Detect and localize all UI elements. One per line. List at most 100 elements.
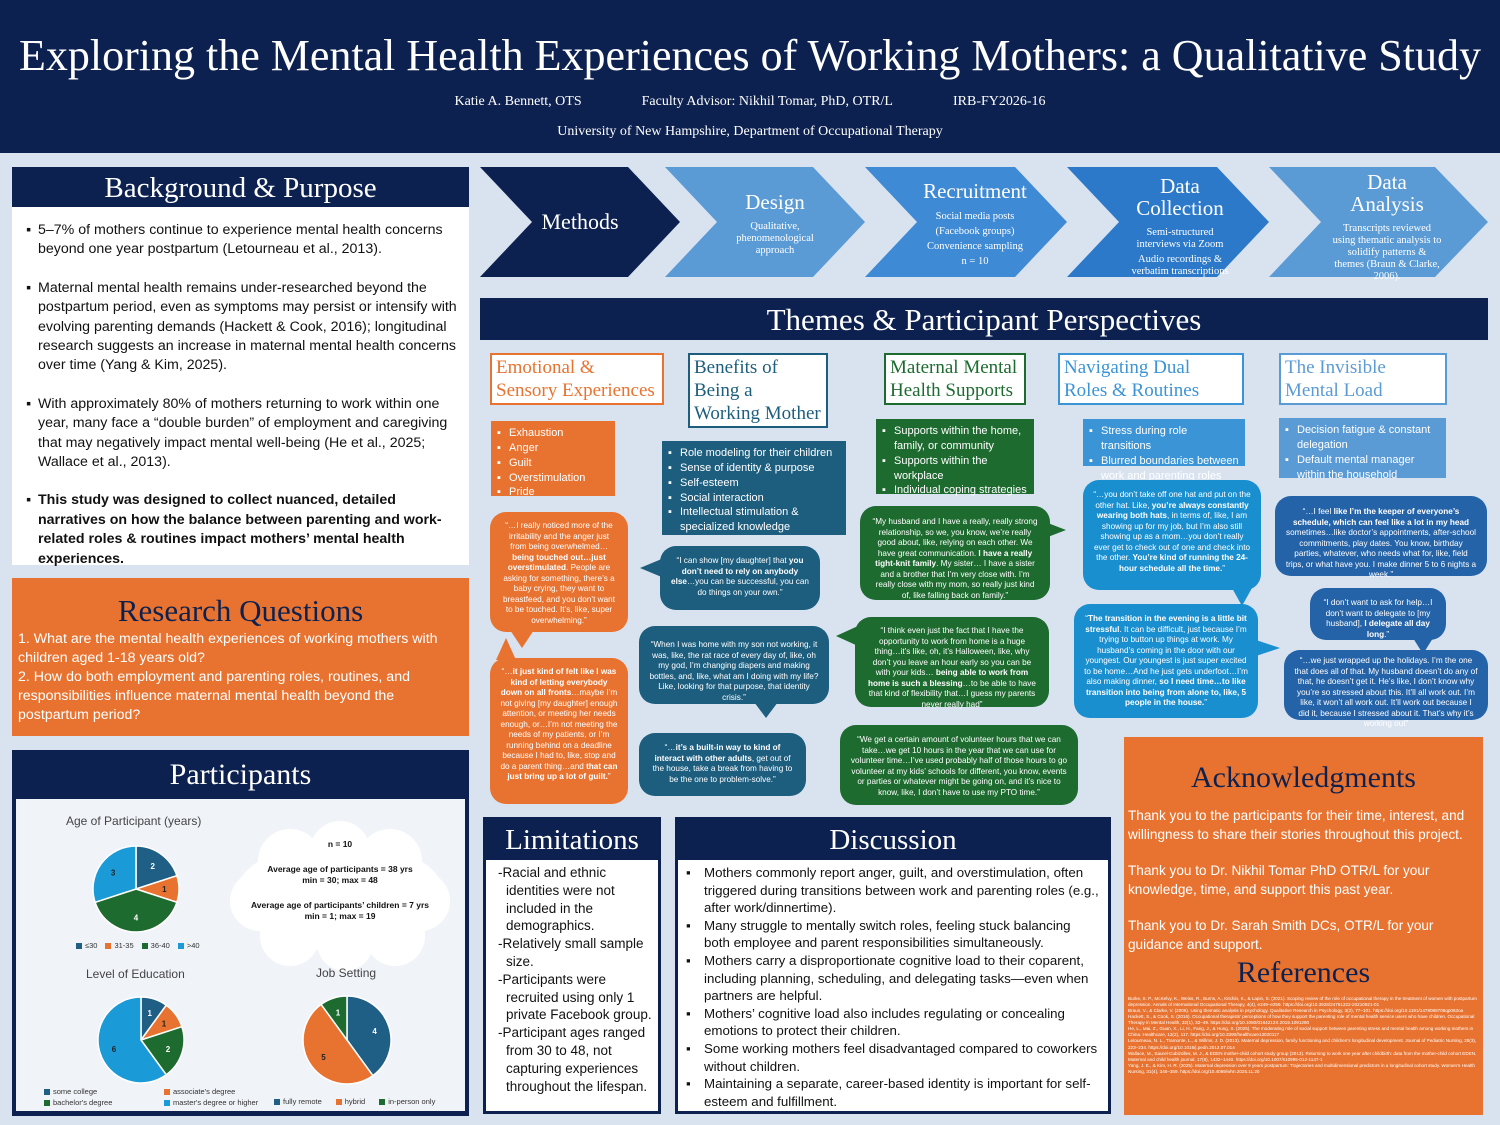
legend-item: in-person only xyxy=(379,1097,435,1106)
method-step-data-analysis: Data Analysis Transcripts reviewed using… xyxy=(1332,170,1442,283)
pie-data-label: 3 xyxy=(111,868,116,877)
irb-number: IRB-FY2026-16 xyxy=(952,94,1046,109)
references-heading: References xyxy=(1236,956,1371,989)
author: Katie A. Bennett, OTS xyxy=(454,94,582,109)
chart-title-education: Level of Education xyxy=(86,967,185,981)
quote-tail xyxy=(496,638,516,660)
pie-data-label: 4 xyxy=(372,1027,377,1036)
background-bullet: Maternal mental health remains under-res… xyxy=(26,279,459,376)
chart-title-age: Age of Participant (years) xyxy=(66,814,202,828)
quote-tail xyxy=(510,630,534,648)
background-panel: 5–7% of mothers continue to experience m… xyxy=(12,207,469,567)
quote-tail xyxy=(1232,588,1252,606)
pie-data-label: 1 xyxy=(162,1019,167,1028)
theme-benefits-title: Benefits of Being a Working Mother xyxy=(688,353,828,428)
quote-tail xyxy=(754,702,778,718)
discussion-item: Mothers carry a disproportionate cogniti… xyxy=(686,952,1100,1005)
method-step-recruitment: Recruitment Social media posts (Facebook… xyxy=(923,179,1027,268)
limitations-heading: Limitations xyxy=(486,820,658,860)
education-legend: some college associate's degree bachelor… xyxy=(44,1087,284,1107)
limitation-item: -Participant ages ranged from 30 to 48, … xyxy=(498,1025,648,1094)
pie-slice-hybrid xyxy=(302,1003,374,1085)
discussion-list: Mothers commonly report anger, guilt, an… xyxy=(678,860,1108,1110)
discussion-item: Maintaining a separate, career-based ide… xyxy=(686,1075,1100,1110)
discussion-item: Mothers’ cognitive load also includes re… xyxy=(686,1005,1100,1040)
methods-heading: Methods xyxy=(541,209,619,234)
legend-item: master's degree or higher xyxy=(164,1098,284,1107)
background-bullets: 5–7% of mothers continue to experience m… xyxy=(26,221,459,569)
author-line: Katie A. Bennett, OTS Faculty Advisor: N… xyxy=(0,94,1500,110)
method-step-design: Design Qualitative, phenomenological app… xyxy=(736,190,814,257)
quote-tail xyxy=(1256,640,1280,656)
discussion-heading: Discussion xyxy=(678,820,1108,860)
legend-item: >40 xyxy=(177,941,200,950)
legend-item: some college xyxy=(44,1087,164,1096)
faculty-advisor: Faculty Advisor: Nikhil Tomar, PhD, OTR/… xyxy=(641,94,893,109)
theme-invisible-list: Decision fatigue & constant delegationDe… xyxy=(1279,418,1446,481)
participant-count: n = 10 xyxy=(327,839,353,849)
limitations-list: -Racial and ethnic identities were not i… xyxy=(486,860,658,1095)
chart-title-job-setting: Job Setting xyxy=(316,966,377,980)
theme-supports-title: Maternal Mental Health Supports xyxy=(884,353,1026,405)
pie-slice-bachelor-s-degree xyxy=(139,1025,185,1076)
theme-emotional-title: Emotional & Sensory Experiences xyxy=(490,353,664,405)
quote-supports-2: “I think even just the fact that I have … xyxy=(855,617,1049,709)
quote-emotional-1: “…I really noticed more of the irritabil… xyxy=(490,512,628,632)
pie-slice-fully-remote xyxy=(346,995,392,1077)
research-question-1: 1. What are the mental health experience… xyxy=(18,631,438,666)
references-list: Burke, S. P., McKelvy, K., Weiss, R., Bu… xyxy=(1128,996,1479,1075)
quote-invisible-2: “I don’t want to ask for help…I don’t wa… xyxy=(1310,588,1446,640)
quote-benefits-2: “When I was home with my son not working… xyxy=(639,626,829,704)
discussion-item: Mothers commonly report anger, guilt, an… xyxy=(686,864,1100,917)
purpose-statement: This study was designed to collect nuanc… xyxy=(26,491,459,569)
acknowledgment-2: Thank you to Dr. Nikhil Tomar PhD OTR/L … xyxy=(1128,863,1430,897)
pie-data-label: 5 xyxy=(321,1053,326,1062)
research-questions-heading: Research Questions xyxy=(117,593,364,628)
theme-dual-title: Navigating Dual Roles & Routines xyxy=(1058,353,1244,405)
background-bullet: With approximately 80% of mothers return… xyxy=(26,395,459,473)
pie-slice-in-person-only xyxy=(320,995,348,1043)
participant-summary: n = 10 Average age of participants = 38 … xyxy=(230,839,450,922)
legend-item: hybrid xyxy=(335,1097,365,1106)
quote-invisible-1: “…I feel like I’m the keeper of everyone… xyxy=(1275,496,1487,579)
pie-slice-36-40 xyxy=(94,888,178,933)
job-setting-pie-chart: 451 xyxy=(302,995,392,1085)
research-questions-panel: Research Questions 1. What are the menta… xyxy=(12,578,469,736)
theme-benefits-list: Role modeling for their childrenSense of… xyxy=(662,441,846,535)
summary-cloud-shape xyxy=(230,821,450,971)
discussion-panel: Discussion Mothers commonly report anger… xyxy=(675,817,1111,1114)
reference-item: Hackett, S., & Cook, S. (2016). Occupati… xyxy=(1128,1014,1475,1026)
acknowledgments-panel: Acknowledgments Thank you to the partici… xyxy=(1124,737,1483,1115)
theme-emotional-list: ExhaustionAngerGuiltOverstimulationPride xyxy=(491,421,615,500)
legend-item: 36-40 xyxy=(141,941,170,950)
legend-item: associate's degree xyxy=(164,1087,284,1096)
legend-item: 31-35 xyxy=(105,941,134,950)
reference-item: Letourneau, N. L., Tramonte, L., & Willm… xyxy=(1128,1038,1477,1050)
background-heading: Background & Purpose xyxy=(12,167,469,207)
quote-tail xyxy=(836,626,858,646)
average-age: Average age of participants = 38 yrs xyxy=(267,864,413,874)
discussion-item: Some working mothers feel disadvantaged … xyxy=(686,1040,1100,1075)
reference-item: Burke, S. P., McKelvy, K., Weiss, R., Bu… xyxy=(1128,996,1477,1008)
quote-tail xyxy=(1040,520,1066,540)
limitations-panel: Limitations -Racial and ethnic identitie… xyxy=(483,817,661,1114)
poster-header: Exploring the Mental Health Experiences … xyxy=(0,0,1500,153)
themes-heading: Themes & Participant Perspectives xyxy=(480,298,1488,340)
pie-data-label: 1 xyxy=(148,1009,153,1018)
theme-dual-list: Stress during role transitionsBlurred bo… xyxy=(1083,419,1245,482)
pie-data-label: 4 xyxy=(134,913,139,922)
age-legend: ≤30 31-35 36-40 >40 xyxy=(76,941,200,950)
quote-invisible-3: “…we just wrapped up the holidays. I’m t… xyxy=(1284,650,1488,728)
poster-title: Exploring the Mental Health Experiences … xyxy=(19,31,1481,80)
method-step-data-collection: Data Collection Semi-structured intervie… xyxy=(1131,174,1229,278)
research-question-2: 2. How do both employment and parenting … xyxy=(18,669,410,723)
limitation-item: -Relatively small sample size. xyxy=(498,936,644,969)
pie-slice-master-s-degree-or-higher xyxy=(97,996,168,1084)
participants-heading: Participants xyxy=(169,758,312,791)
quote-benefits-1: “I can show [my daughter] that you don’t… xyxy=(660,546,820,610)
legend-item: ≤30 xyxy=(76,941,97,950)
reference-item: He, L., Mai, Z., Guan, X., Li, H., Fang,… xyxy=(1128,1026,1474,1038)
quote-dual-1: “…you don’t take off one hat and put on … xyxy=(1083,480,1261,590)
